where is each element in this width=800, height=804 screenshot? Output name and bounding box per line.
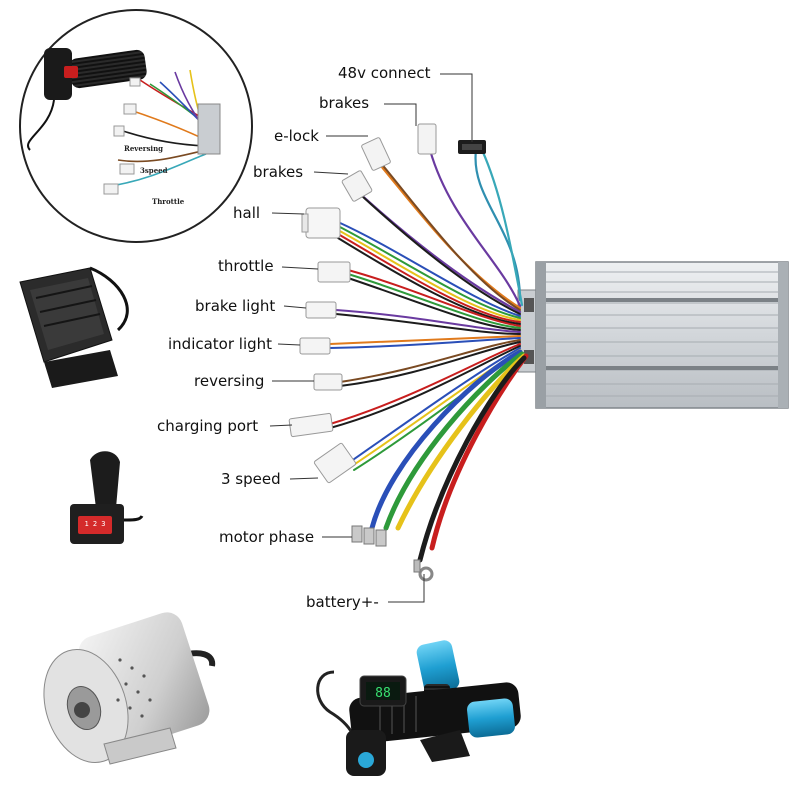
wire-brakes-2 xyxy=(361,195,521,315)
wire-battery-red xyxy=(429,353,529,551)
handlebar-throttle-display: 88 xyxy=(316,640,521,776)
three-speed-switch xyxy=(70,451,144,544)
label-reversing: reversing xyxy=(194,372,265,390)
connector-brakes-top xyxy=(417,123,437,155)
connector-3speed xyxy=(313,442,357,484)
wire-hall-1 xyxy=(337,221,521,317)
controller-box xyxy=(517,261,789,409)
wire-charging-2 xyxy=(329,345,521,429)
voltage-display-readout: 88 xyxy=(375,686,391,701)
inset-circle xyxy=(19,9,253,243)
wire-reversing-1 xyxy=(339,339,521,383)
wire-brakes-top xyxy=(428,148,522,308)
wire-bundle xyxy=(329,148,529,563)
connector-hall xyxy=(305,207,341,239)
battery-ring-terminal xyxy=(418,566,434,582)
wire-elock-2 xyxy=(379,161,521,311)
wire-brakes-1 xyxy=(356,190,522,314)
wire-hall-4 xyxy=(337,233,521,323)
wire-phase-green xyxy=(383,351,525,531)
wire-brake-light-2 xyxy=(335,313,521,335)
label-charging-port: charging port xyxy=(157,417,259,435)
switch-speed-label: 1 2 3 xyxy=(84,520,106,528)
phase-terminal-1 xyxy=(351,525,363,543)
foot-pedal xyxy=(19,266,129,388)
wire-throttle-1 xyxy=(347,269,521,327)
wire-brake-light-1 xyxy=(335,309,521,333)
connector-charging xyxy=(288,412,334,438)
inset-caption-throttle: Throttle xyxy=(152,197,185,206)
connector-indicator xyxy=(299,337,331,355)
connector-throttle xyxy=(317,261,351,283)
label-brake-light: brake light xyxy=(195,297,276,315)
phase-terminal-2 xyxy=(363,527,375,545)
wire-48v-connect-2 xyxy=(480,148,524,307)
inset-throttle-grip xyxy=(27,48,147,151)
wire-indicator-2 xyxy=(329,337,521,349)
label-brakes: brakes xyxy=(253,163,304,181)
label-elock: e-lock xyxy=(274,127,319,145)
label-48v-connect: 48v connect xyxy=(338,64,431,82)
wire-hall-2 xyxy=(337,225,521,319)
wire-throttle-2 xyxy=(347,273,521,329)
label-brakes-top: brakes xyxy=(319,94,370,112)
label-battery: battery+- xyxy=(306,593,379,611)
wire-battery-black xyxy=(417,355,527,563)
wire-phase-blue xyxy=(369,349,523,531)
wire-reversing-2 xyxy=(339,341,521,387)
label-hall: hall xyxy=(233,204,261,222)
connector-elock xyxy=(361,137,391,171)
label-motor-phase: motor phase xyxy=(219,528,315,546)
wire-charging-1 xyxy=(329,343,521,425)
connector-brake-light xyxy=(305,301,337,319)
brushless-motor xyxy=(43,612,216,765)
label-3-speed: 3 speed xyxy=(221,470,281,488)
label-indicator-light: indicator light xyxy=(168,335,273,353)
wire-phase-yellow xyxy=(395,353,527,531)
connector-brakes xyxy=(341,170,373,202)
wire-3speed-1 xyxy=(349,347,521,463)
connectors xyxy=(288,123,486,582)
wire-hall-3 xyxy=(337,229,521,321)
inset-controller xyxy=(197,103,221,155)
connector-reversing xyxy=(313,373,343,391)
leader-lines xyxy=(269,73,473,603)
wire-hall-5 xyxy=(337,237,521,325)
label-throttle: throttle xyxy=(218,257,274,275)
inset-caption-3speed: 3speed xyxy=(140,166,168,175)
wire-48v-connect xyxy=(474,148,522,302)
inset-caption-reversing: Reversing xyxy=(124,144,164,153)
wire-indicator-1 xyxy=(329,335,521,345)
phase-terminal-3 xyxy=(375,529,387,547)
wire-throttle-3 xyxy=(347,277,521,331)
